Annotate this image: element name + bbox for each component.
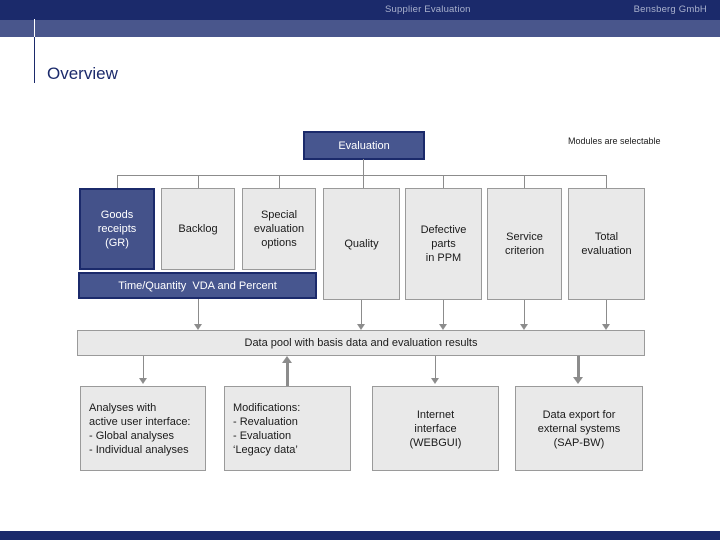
footer-bar [0, 531, 720, 540]
title-tick-line [34, 37, 35, 83]
module-box-goods-receipts: Goods receipts (GR) [79, 188, 155, 270]
arrow-down-icon [431, 378, 439, 384]
arrow-shaft [435, 356, 436, 378]
arrow-down-icon [139, 378, 147, 384]
arrow-down-icon [602, 324, 610, 330]
document-title: Supplier Evaluation [385, 4, 471, 15]
output-box-internet-interface: Internet interface (WEBGUI) [372, 386, 499, 471]
connector-drop [606, 175, 607, 188]
arrow-down-icon [520, 324, 528, 330]
module-box-special-evaluation: Special evaluation options [242, 188, 316, 270]
header-accent-bar [0, 20, 720, 37]
page-title: Overview [47, 64, 118, 83]
arrow-shaft [143, 356, 144, 378]
output-box-analyses: Analyses with active user interface: - G… [80, 386, 206, 471]
connector-drop [524, 175, 525, 188]
connector-root-drop [363, 159, 364, 188]
modules-selectable-note: Modules are selectable [568, 136, 661, 146]
header-bar: Supplier Evaluation Bensberg GmbH [0, 0, 720, 20]
module-box-total-evaluation: Total evaluation [568, 188, 645, 300]
arrow-shaft [198, 299, 199, 324]
output-box-modifications: Modifications: - Revaluation - Evaluatio… [224, 386, 351, 471]
arrow-shaft-thick [577, 356, 580, 378]
connector-drop [117, 175, 118, 188]
arrow-shaft [524, 300, 525, 324]
module-box-service-criterion: Service criterion [487, 188, 562, 300]
arrow-shaft [443, 300, 444, 324]
module-box-backlog: Backlog [161, 188, 235, 270]
arrow-up-icon [282, 356, 292, 363]
data-pool-bar: Data pool with basis data and evaluation… [77, 330, 645, 356]
arrow-down-icon [573, 377, 583, 384]
header-tick-line [34, 19, 35, 37]
arrow-shaft-thick [286, 362, 289, 386]
connector-tree-horizontal [117, 175, 607, 176]
connector-drop [443, 175, 444, 188]
arrow-down-icon [194, 324, 202, 330]
module-box-defective-parts: Defective parts in PPM [405, 188, 482, 300]
arrow-down-icon [357, 324, 365, 330]
arrow-shaft [361, 300, 362, 324]
method-bar-time-quantity: Time/Quantity VDA and Percent [78, 272, 317, 299]
arrow-down-icon [439, 324, 447, 330]
company-name: Bensberg GmbH [633, 4, 707, 15]
connector-drop [198, 175, 199, 188]
module-box-quality: Quality [323, 188, 400, 300]
evaluation-root-box: Evaluation [303, 131, 425, 160]
output-box-data-export: Data export for external systems (SAP-BW… [515, 386, 643, 471]
arrow-shaft [606, 300, 607, 324]
connector-drop [279, 175, 280, 188]
